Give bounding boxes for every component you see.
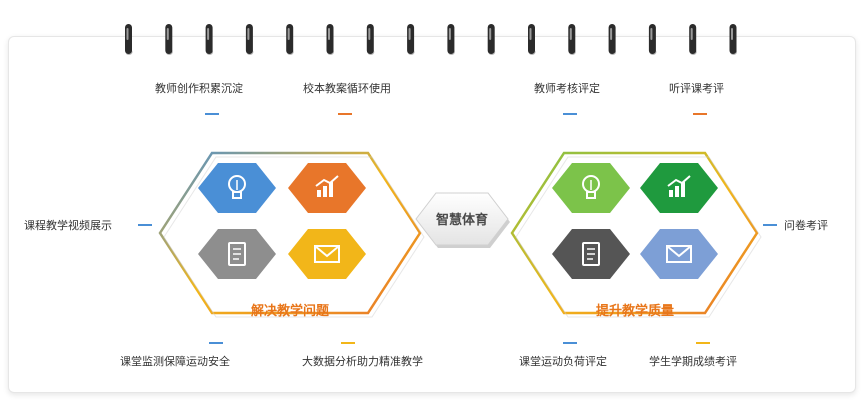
left-group-title: 解决教学问题 (250, 303, 330, 319)
left-hex-chart (288, 163, 366, 213)
right-hexagon-outline (510, 151, 759, 315)
right-hex-lightbulb (552, 163, 630, 213)
left-hexagon-outline (158, 151, 422, 315)
rising-chart-icon (667, 175, 691, 197)
left-side-label: 课程教学视频展示 (24, 218, 112, 232)
left-top-label-1: 教师创作积累沉淀 (155, 81, 243, 95)
center-label: 智慧体育 (436, 212, 488, 228)
left-bottom-label-2: 大数据分析助力精准教学 (302, 354, 423, 368)
right-top-label-1: 教师考核评定 (534, 81, 600, 95)
spiral-ring (165, 24, 173, 55)
lightbulb-icon (582, 175, 600, 199)
right-hexagon-shadow (515, 156, 762, 318)
spiral-ring (407, 24, 415, 55)
spiral-ring (528, 24, 536, 55)
right-bottom-label-2: 学生学期成绩考评 (649, 354, 737, 368)
spiral-ring (608, 24, 617, 55)
spiral-ring (205, 24, 214, 55)
lightbulb-icon (228, 175, 246, 199)
center-hexagon: 智慧体育 (415, 192, 510, 248)
right-group-title: 提升教学质量 (596, 303, 674, 319)
rising-chart-icon (315, 175, 339, 197)
left-hex-envelope (288, 229, 366, 279)
document-icon (582, 242, 600, 266)
spiral-ring (286, 24, 294, 55)
left-bottom-label-1: 课堂监测保障运动安全 (120, 354, 230, 368)
spiral-ring (326, 24, 334, 55)
left-hex-document (198, 229, 276, 279)
right-bottom-label-1: 课堂运动负荷评定 (519, 354, 607, 368)
right-hex-document (552, 229, 630, 279)
spiral-ring (125, 24, 133, 55)
left-hex-lightbulb (198, 163, 276, 213)
envelope-icon (666, 245, 692, 263)
document-icon (228, 242, 246, 266)
right-top-label-2: 听评课考评 (669, 82, 724, 95)
spiral-ring (648, 24, 657, 55)
right-hex-envelope (640, 229, 718, 279)
spiral-ring (487, 24, 496, 55)
left-top-label-2: 校本教案循环使用 (303, 81, 391, 95)
spiral-ring (366, 24, 375, 55)
spiral-ring (729, 24, 737, 55)
spiral-binding (125, 24, 737, 55)
envelope-icon (314, 245, 340, 263)
spiral-ring (245, 24, 254, 55)
spiral-ring (568, 24, 576, 55)
spiral-ring (447, 24, 455, 55)
right-hex-chart (640, 163, 718, 213)
left-hexagon-shadow (163, 156, 425, 318)
right-side-label: 问卷考评 (784, 218, 828, 232)
spiral-ring (689, 24, 697, 55)
